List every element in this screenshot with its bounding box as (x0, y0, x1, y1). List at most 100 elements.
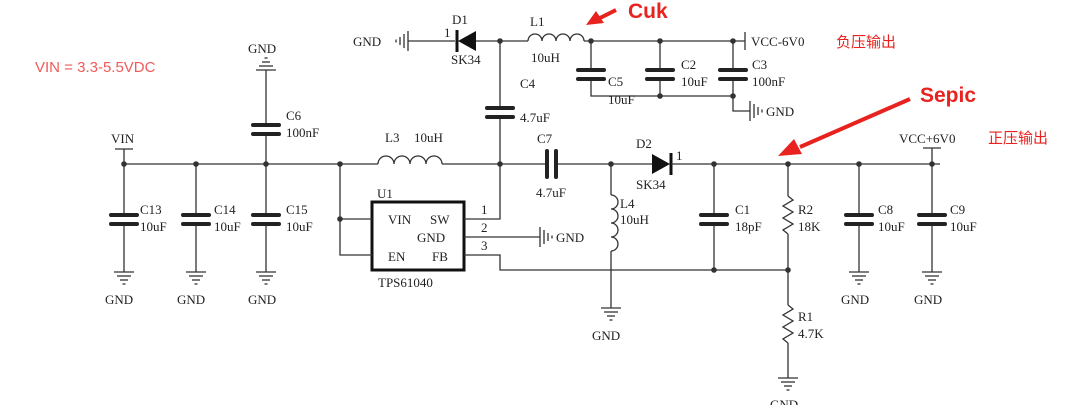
capacitor-c2: C2 10uF (645, 41, 708, 96)
gnd-label: GND (914, 292, 942, 307)
vcc-neg-net-label: VCC-6V0 (751, 34, 804, 49)
sepic-arrow (778, 97, 911, 156)
gnd-label: GND (248, 41, 276, 56)
r2-value: 18K (798, 219, 821, 234)
c2-value: 10uF (681, 74, 708, 89)
u1-pin1-number: 1 (481, 202, 488, 217)
sepic-label: Sepic (920, 84, 976, 107)
capacitor-c3: C3 100nF GND (718, 41, 794, 122)
u1-pin-vin: VIN (388, 212, 412, 227)
d1-part: SK34 (451, 52, 481, 67)
c7-value: 4.7uF (536, 185, 566, 200)
c15-value: 10uF (286, 219, 313, 234)
c13-ref: C13 (140, 202, 162, 217)
r2-ref: R2 (798, 202, 813, 217)
d1-gnd-port: GND (353, 30, 409, 52)
d1-ref: D1 (452, 12, 468, 27)
gnd-label: GND (592, 328, 620, 343)
vin-range-note: VIN = 3.3-5.5VDC (35, 59, 156, 76)
capacitor-c14: C14 10uF GND (177, 164, 241, 307)
u1-pin-sw: SW (430, 212, 450, 227)
c4-ref: C4 (520, 76, 536, 91)
c14-value: 10uF (214, 219, 241, 234)
gnd-label: GND (177, 292, 205, 307)
gnd-label: GND (766, 104, 794, 119)
l1-value: 10uH (531, 50, 560, 65)
c3-ref: C3 (752, 57, 767, 72)
c1-value: 18pF (735, 219, 762, 234)
vcc-neg-port: VCC-6V0 (744, 32, 804, 50)
r1-value: 4.7K (798, 326, 824, 341)
c4-value: 4.7uF (520, 110, 550, 125)
resistor-r2: R2 18K (781, 164, 821, 305)
vcc-pos-net-label: VCC+6V0 (899, 131, 955, 146)
capacitor-c7: C7 4.7uF (500, 131, 652, 200)
inductor-l3: L3 10uH (377, 130, 443, 165)
vin-net-label: VIN (111, 131, 135, 146)
c5-value: 10uF (608, 92, 635, 107)
c14-ref: C14 (214, 202, 236, 217)
c7-ref: C7 (537, 131, 553, 146)
u1-pin-gnd: GND (417, 230, 445, 245)
u1-ref: U1 (377, 186, 393, 201)
c8-value: 10uF (878, 219, 905, 234)
c6-value: 100nF (286, 125, 319, 140)
inductor-l4: L4 10uH GND (592, 164, 649, 343)
u1-part: TPS61040 (378, 275, 433, 290)
l3-value: 10uH (414, 130, 443, 145)
c1-ref: C1 (735, 202, 750, 217)
capacitor-c5: C5 10uF (576, 41, 733, 107)
resistor-r1: R1 4.7K GND (770, 304, 824, 405)
c9-ref: C9 (950, 202, 965, 217)
gnd-label: GND (105, 292, 133, 307)
capacitor-c13: C13 10uF GND (105, 164, 167, 307)
l3-ref: L3 (385, 130, 399, 145)
d2-ref: D2 (636, 136, 652, 151)
l4-ref: L4 (620, 196, 635, 211)
c8-ref: C8 (878, 202, 893, 217)
capacitor-c8: C8 10uF GND (841, 164, 905, 307)
capacitor-c4: C4 4.7uF (485, 41, 550, 164)
capacitor-c1: C1 18pF (699, 164, 762, 270)
junction (711, 267, 717, 273)
cuk-arrow (586, 8, 617, 25)
c6-ref: C6 (286, 108, 302, 123)
c15-ref: C15 (286, 202, 308, 217)
junction (730, 93, 736, 99)
gnd-label: GND (770, 397, 798, 405)
ic-u1: U1 TPS61040 VIN SW GND EN FB 1 2 3 (370, 186, 488, 290)
u1-pin3-number: 3 (481, 238, 488, 253)
junction (657, 93, 663, 99)
c5-ref: C5 (608, 74, 623, 89)
u1-pin-en: EN (388, 249, 406, 264)
capacitor-c15: C15 10uF GND (248, 164, 313, 307)
d2-part: SK34 (636, 177, 666, 192)
c13-value: 10uF (140, 219, 167, 234)
junction (785, 267, 791, 273)
inductor-l1: L1 10uH (527, 14, 745, 65)
c2-ref: C2 (681, 57, 696, 72)
l4-value: 10uH (620, 212, 649, 227)
gnd-label: GND (248, 292, 276, 307)
vcc-pos-port: VCC+6V0 (899, 131, 955, 164)
l1-ref: L1 (530, 14, 544, 29)
capacitor-c6: GND C6 100nF (248, 41, 319, 164)
c9-value: 10uF (950, 219, 977, 234)
capacitor-c9: C9 10uF GND (914, 164, 977, 307)
vin-port: VIN (111, 131, 135, 164)
diode-d1: D1 1 SK34 (408, 12, 528, 67)
cuk-label: Cuk (628, 0, 668, 23)
d1-pin-number: 1 (444, 25, 451, 40)
gnd-label: GND (556, 230, 584, 245)
d2-pin-number: 1 (676, 148, 683, 163)
c3-value: 100nF (752, 74, 785, 89)
gnd-label: GND (841, 292, 869, 307)
negative-output-label: 负压输出 (836, 33, 896, 51)
positive-output-label: 正压输出 (988, 129, 1048, 147)
gnd-label: GND (353, 34, 381, 49)
u1-pin-fb: FB (432, 249, 448, 264)
u1-wiring: GND (337, 164, 788, 271)
r1-ref: R1 (798, 309, 813, 324)
u1-pin2-number: 2 (481, 220, 488, 235)
